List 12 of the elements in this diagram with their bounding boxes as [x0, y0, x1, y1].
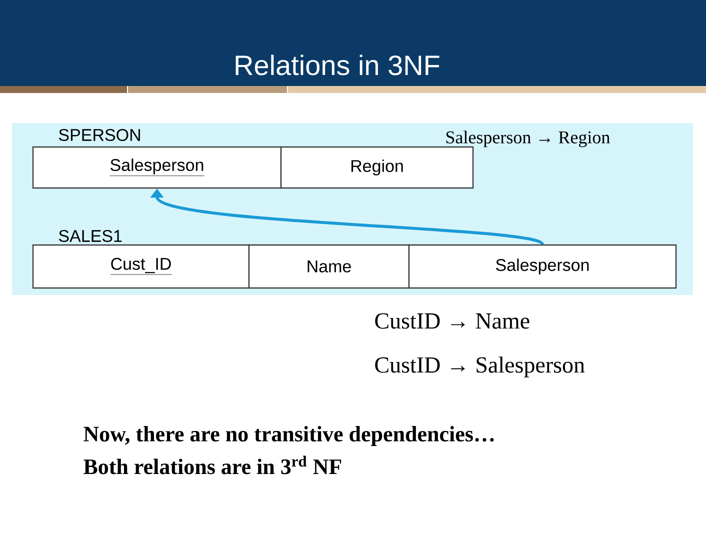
dependency-text: CustID → Salesperson	[375, 356, 585, 378]
table-cell: Name	[248, 244, 410, 289]
note-text: Now, there are no transitive dependencies…	[84, 426, 494, 446]
relation-name: SALES1	[58, 230, 122, 242]
dependency-text: Salesperson → Region	[446, 130, 610, 148]
table-cell: Salesperson	[32, 146, 282, 189]
table-cell: Salesperson	[408, 244, 677, 289]
dependency-text: CustID → Name	[375, 313, 530, 329]
slide-title: Relations in 3NF	[236, 54, 440, 76]
note-text: Both relations are in 3$^{rd}$ NF	[84, 456, 342, 474]
table-cell: Region	[280, 146, 474, 189]
table-cell: Cust_ID	[32, 244, 250, 289]
